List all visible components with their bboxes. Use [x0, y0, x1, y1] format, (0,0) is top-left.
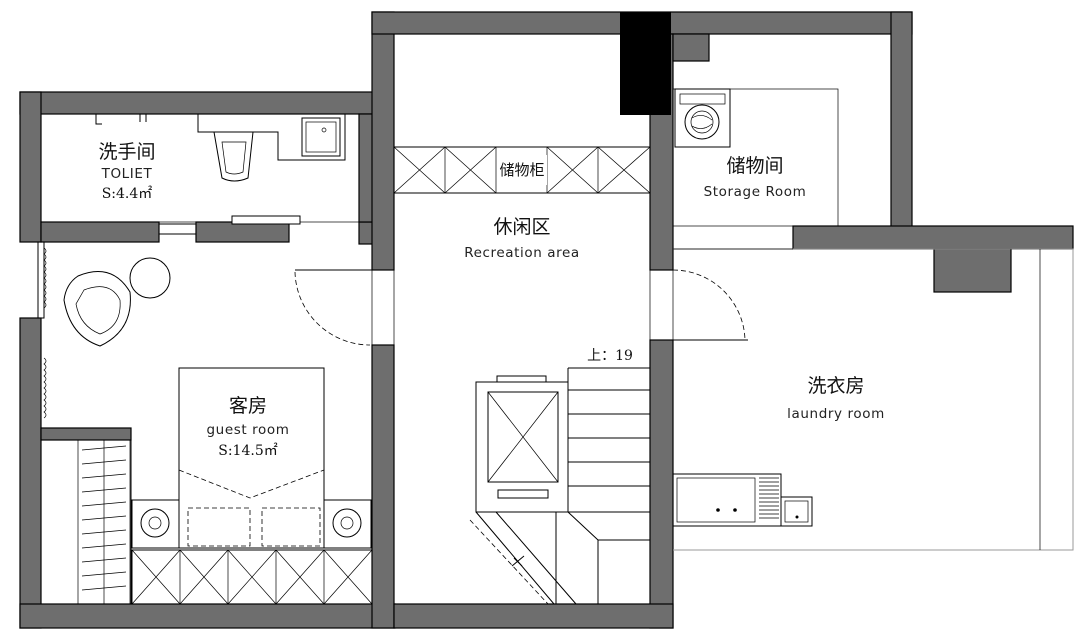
door-opening-left: [371, 269, 395, 346]
toilet-area: S:4.4㎡: [102, 186, 153, 202]
mop-sink-basin: [784, 500, 809, 523]
toilet-name-cn: 洗手间: [98, 141, 155, 163]
lamp-left-inner: [148, 516, 162, 530]
armchair: [63, 271, 131, 347]
guest-name-cn: 客房: [229, 395, 267, 417]
shower-fixture: [95, 114, 147, 125]
lamp-right-inner: [340, 516, 354, 530]
wall-bottom-left: [19, 603, 396, 629]
nightstand-right: [323, 499, 372, 549]
storage-room: 储物间 Storage Room: [672, 88, 839, 227]
laundry-name-en: laundry room: [787, 406, 885, 422]
faucet-a: [716, 508, 720, 512]
recreation-area: 储物柜 休闲区 Recreation area 上：19: [371, 146, 748, 605]
wall-toilet-bottom-a: [40, 221, 160, 243]
lamp-right: [332, 508, 362, 538]
laundry-sink: [676, 477, 756, 523]
pillow-right: [261, 507, 321, 547]
window-left: [37, 241, 45, 319]
toilet-bowl: [213, 131, 254, 182]
laundry-outline: [673, 248, 1074, 551]
washing-machine-drum: [684, 104, 720, 140]
storage-name-cn: 储物间: [726, 155, 783, 177]
curtain-lower: [43, 357, 47, 419]
walls: [19, 11, 1074, 629]
door-swing-laundry: [672, 269, 746, 341]
wall-closet-top: [40, 427, 132, 441]
wall-center-left-upper: [371, 11, 395, 271]
door-swing: [294, 271, 371, 346]
faucet-b: [733, 508, 737, 512]
lamp-left: [140, 508, 170, 538]
wall-storage-notch: [672, 33, 710, 62]
washing-machine-door: [690, 110, 714, 134]
toilet-name-en: TOLIET: [101, 166, 153, 182]
wall-storage-right: [890, 11, 913, 229]
toilet-outline: [40, 113, 360, 223]
wall-bottom-center: [393, 603, 674, 629]
wall-toilet-bottom-b: [195, 221, 290, 243]
washing-machine-inner: [691, 115, 713, 129]
side-table: [129, 257, 171, 299]
door-opening-right: [649, 269, 674, 341]
curtain-upper: [43, 247, 47, 309]
storage-cabinet: [393, 146, 651, 194]
guest-area: S:14.5㎡: [218, 443, 277, 459]
mop-sink-drain: [795, 515, 799, 519]
toilet-shelf: [231, 215, 301, 225]
laundry-room: 洗衣房 laundry room: [672, 248, 1074, 551]
guest-name-en: guest room: [207, 422, 290, 438]
recreation-name-cn: 休闲区: [493, 216, 550, 238]
wall-left-lower: [19, 317, 42, 629]
bed: [178, 367, 325, 549]
nightstand-left: [131, 499, 180, 549]
toilet-room: 洗手间 TOLIET S:4.4㎡: [40, 113, 360, 235]
wall-top-left: [19, 91, 381, 115]
recreation-name-en: Recreation area: [464, 245, 580, 261]
storage-name-en: Storage Room: [704, 184, 807, 200]
drying-rack: [759, 477, 779, 519]
staircase: [469, 367, 650, 605]
wall-laundry-column: [933, 248, 1012, 293]
armchair-seat: [75, 286, 121, 335]
sink: [301, 117, 341, 157]
washing-machine: [674, 88, 731, 148]
sink-basin: [305, 121, 337, 153]
guest-room: 客房 guest room S:14.5㎡: [37, 241, 373, 605]
laundry-name-cn: 洗衣房: [807, 375, 864, 397]
toilet-counter: [197, 114, 346, 161]
wall-laundry-top: [792, 225, 1074, 250]
cabinet-row: [131, 549, 373, 605]
wall-left-upper: [19, 91, 42, 243]
toilet-door-sill: [158, 223, 197, 235]
stair-label: 上：19: [587, 348, 633, 364]
washing-machine-panel: [679, 93, 726, 105]
storage-room-outline: [672, 88, 839, 227]
sink-drain: [321, 127, 327, 133]
wardrobe: [40, 439, 132, 605]
wall-center-right-lower: [649, 339, 674, 629]
cabinet-label: 储物柜: [499, 161, 544, 179]
wall-center-left-lower: [371, 344, 395, 629]
pillow-left: [187, 507, 251, 547]
laundry-inner-lines: [1010, 249, 1041, 550]
bed-blanket: [178, 469, 325, 499]
toilet-seat: [221, 141, 247, 175]
structural-column: [620, 12, 671, 115]
mop-sink: [780, 496, 813, 527]
